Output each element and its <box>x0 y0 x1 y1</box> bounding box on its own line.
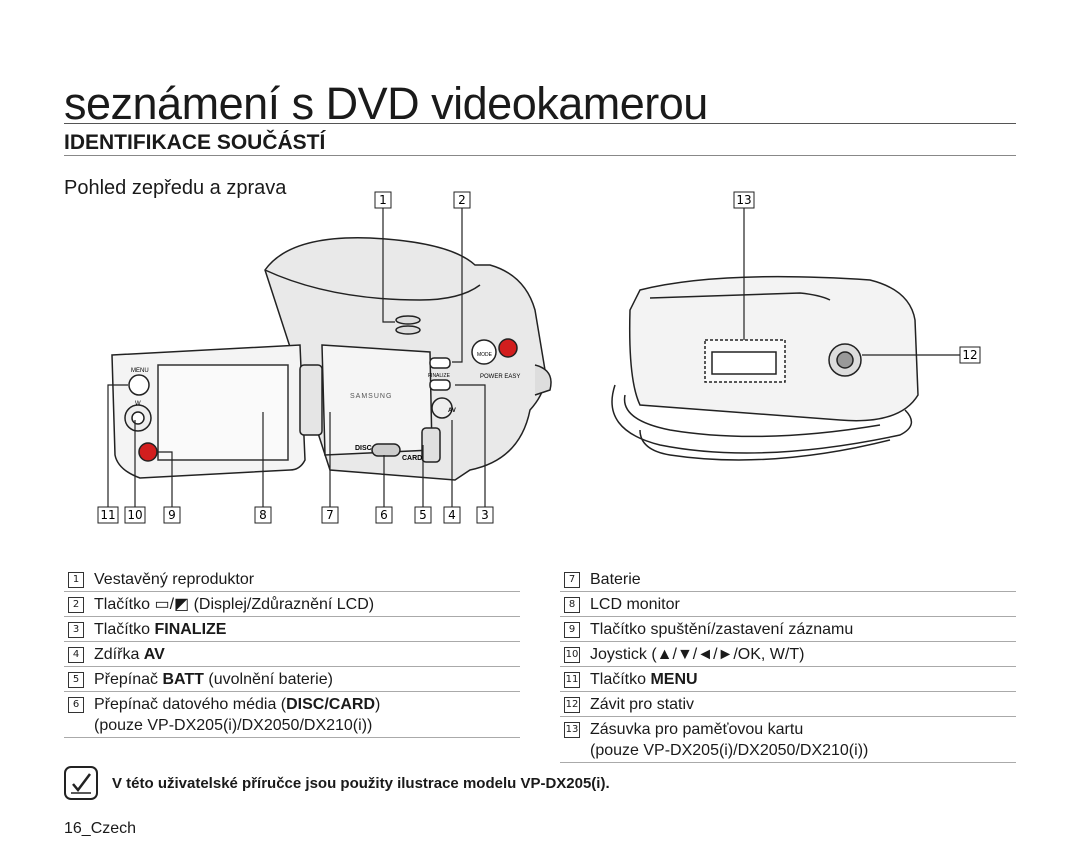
svg-text:11: 11 <box>100 508 115 522</box>
parts-list-left: 1 Vestavěný reproduktor 2 Tlačítko ▭/◩ (… <box>64 567 520 738</box>
item-number: 6 <box>68 697 84 713</box>
list-item: 1 Vestavěný reproduktor <box>64 567 520 592</box>
svg-text:4: 4 <box>448 508 456 522</box>
callout-7: 7 <box>321 506 339 524</box>
note: V této uživatelské příručce jsou použity… <box>64 766 610 800</box>
svg-text:6: 6 <box>380 508 388 522</box>
svg-text:3: 3 <box>481 508 489 522</box>
list-item: 4 Zdířka AV <box>64 642 520 667</box>
callout-12: 12 <box>959 346 981 364</box>
list-item: 8 LCD monitor <box>560 592 1016 617</box>
item-number: 3 <box>68 622 84 638</box>
camcorder-bottom-view <box>611 275 919 461</box>
page-title: seznámení s DVD videokamerou <box>64 78 708 129</box>
callout-9: 9 <box>163 506 181 524</box>
svg-text:10: 10 <box>127 508 142 522</box>
list-item: 13 Zásuvka pro paměťovou kartu(pouze VP-… <box>560 717 1016 763</box>
note-text: V této uživatelské příručce jsou použity… <box>112 774 610 792</box>
list-item: 3 Tlačítko FINALIZE <box>64 617 520 642</box>
item-number: 9 <box>564 622 580 638</box>
item-number: 12 <box>564 697 580 713</box>
menu-label: MENU <box>131 368 149 374</box>
list-item: 12 Závit pro stativ <box>560 692 1016 717</box>
item-number: 13 <box>564 722 580 738</box>
item-number: 1 <box>68 572 84 588</box>
w-label: W <box>135 401 141 407</box>
title-rule <box>64 123 1016 124</box>
svg-text:8: 8 <box>259 508 267 522</box>
item-number: 7 <box>564 572 580 588</box>
callout-leaders <box>107 206 960 507</box>
list-item: 7 Baterie <box>560 567 1016 592</box>
view-subtitle: Pohled zepředu a zprava <box>64 177 287 199</box>
callout-6: 6 <box>375 506 393 524</box>
camcorder-side-view <box>111 237 552 481</box>
list-item: 10 Joystick (▲/▼/◄/►/OK, W/T) <box>560 642 1016 667</box>
item-number: 5 <box>68 672 84 688</box>
callout-4: 4 <box>443 506 461 524</box>
svg-text:7: 7 <box>326 508 334 522</box>
power-easy-label: POWER EASY <box>480 374 520 380</box>
svg-text:1: 1 <box>379 193 387 207</box>
callout-numbers: 1 2 13 12 11 10 9 8 7 6 5 4 3 <box>97 191 981 524</box>
callout-8: 8 <box>254 506 272 524</box>
svg-text:9: 9 <box>168 508 176 522</box>
item-number: 8 <box>564 597 580 613</box>
callout-5: 5 <box>414 506 432 524</box>
callout-3: 3 <box>476 506 494 524</box>
callout-13: 13 <box>733 191 755 209</box>
callout-1: 1 <box>374 191 392 209</box>
item-number: 10 <box>564 647 580 663</box>
section-rule <box>64 155 1016 156</box>
section-heading: IDENTIFIKACE SOUČÁSTÍ <box>64 131 326 154</box>
svg-text:2: 2 <box>458 193 466 207</box>
list-item: 11 Tlačítko MENU <box>560 667 1016 692</box>
svg-text:5: 5 <box>419 508 427 522</box>
callout-11: 11 <box>97 506 119 524</box>
list-item: 2 Tlačítko ▭/◩ (Displej/Zdůraznění LCD) <box>64 592 520 617</box>
item-number: 2 <box>68 597 84 613</box>
disc-label: DISC <box>355 445 372 452</box>
list-item: 6 Přepínač datového média (DISC/CARD)(po… <box>64 692 520 738</box>
svg-text:12: 12 <box>962 348 977 362</box>
card-label: CARD <box>402 455 422 462</box>
av-label: AV <box>448 408 456 414</box>
camcorder-illustration: MENU W DISC CARD SAMSUNG FINALIZE POWER … <box>97 191 981 524</box>
callout-10: 10 <box>124 506 146 524</box>
callout-2: 2 <box>453 191 471 209</box>
svg-text:13: 13 <box>736 193 751 207</box>
list-item: 9 Tlačítko spuštění/zastavení záznamu <box>560 617 1016 642</box>
list-item: 5 Přepínač BATT (uvolnění baterie) <box>64 667 520 692</box>
mode-label: MODE <box>477 352 493 358</box>
note-pencil-icon <box>64 766 98 800</box>
page-footer: 16_Czech <box>64 820 137 837</box>
samsung-logo: SAMSUNG <box>350 393 392 400</box>
finalize-label: FINALIZE <box>428 373 451 379</box>
item-number: 11 <box>564 672 580 688</box>
parts-list-right: 7 Baterie 8 LCD monitor 9 Tlačítko spušt… <box>560 567 1016 763</box>
item-number: 4 <box>68 647 84 663</box>
